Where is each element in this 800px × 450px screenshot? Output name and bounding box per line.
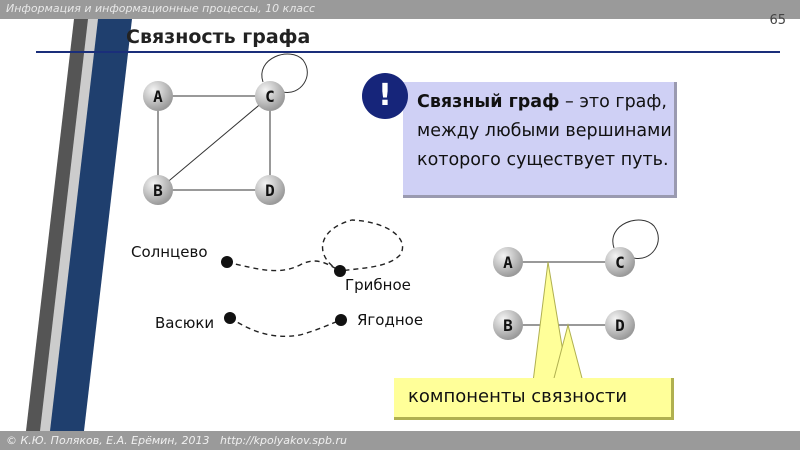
place-dot bbox=[221, 256, 233, 268]
place-label: Васюки bbox=[155, 314, 215, 332]
svg-text:C: C bbox=[615, 253, 625, 272]
graph-node: A bbox=[493, 247, 523, 277]
exclamation-icon: ! bbox=[362, 73, 408, 119]
place-dot bbox=[334, 265, 346, 277]
page-number: 65 bbox=[769, 13, 786, 28]
svg-text:C: C bbox=[265, 87, 275, 106]
slide-title: Связность графа bbox=[126, 26, 311, 48]
definition-body: – это граф, между любыми вершинами котор… bbox=[417, 92, 672, 170]
connected-graph: A C B D bbox=[143, 53, 308, 205]
place-label: Ягодное bbox=[357, 311, 424, 329]
svg-text:D: D bbox=[265, 181, 275, 200]
graph-node: D bbox=[255, 175, 285, 205]
graph-node: B bbox=[493, 310, 523, 340]
svg-text:D: D bbox=[615, 316, 625, 335]
svg-text:B: B bbox=[503, 316, 513, 335]
disconnected-graph: A C B D bbox=[493, 219, 659, 340]
title-underline bbox=[36, 51, 780, 53]
place-label: Солнцево bbox=[131, 243, 208, 261]
definition-term: Связный граф bbox=[417, 92, 560, 112]
svg-text:A: A bbox=[503, 253, 513, 272]
footer-bar: © К.Ю. Поляков, Е.А. Ерёмин, 2013 http:/… bbox=[0, 431, 800, 450]
graph-node: D bbox=[605, 310, 635, 340]
svg-text:B: B bbox=[153, 181, 163, 200]
graph-node: C bbox=[255, 81, 285, 111]
svg-text:A: A bbox=[153, 87, 163, 106]
graph-node: A bbox=[143, 81, 173, 111]
graph-node: C bbox=[605, 247, 635, 277]
place-dot bbox=[335, 314, 347, 326]
header-bar: Информация и информационные процессы, 10… bbox=[0, 0, 800, 19]
decorative-stripes bbox=[26, 19, 132, 431]
footer-credits: © К.Ю. Поляков, Е.А. Ерёмин, 2013 http:/… bbox=[6, 434, 347, 447]
roads-map bbox=[221, 219, 404, 337]
definition-text: Связный граф – это граф, между любыми ве… bbox=[417, 88, 674, 175]
graph-node: B bbox=[143, 175, 173, 205]
component-pointers bbox=[532, 261, 584, 383]
components-label-box: компоненты связности bbox=[394, 378, 674, 420]
place-label: Грибное bbox=[345, 276, 411, 294]
definition-callout: Связный граф – это граф, между любыми ве… bbox=[403, 82, 677, 198]
course-title: Информация и информационные процессы, 10… bbox=[6, 2, 316, 15]
place-dot bbox=[224, 312, 236, 324]
components-label: компоненты связности bbox=[408, 386, 628, 407]
